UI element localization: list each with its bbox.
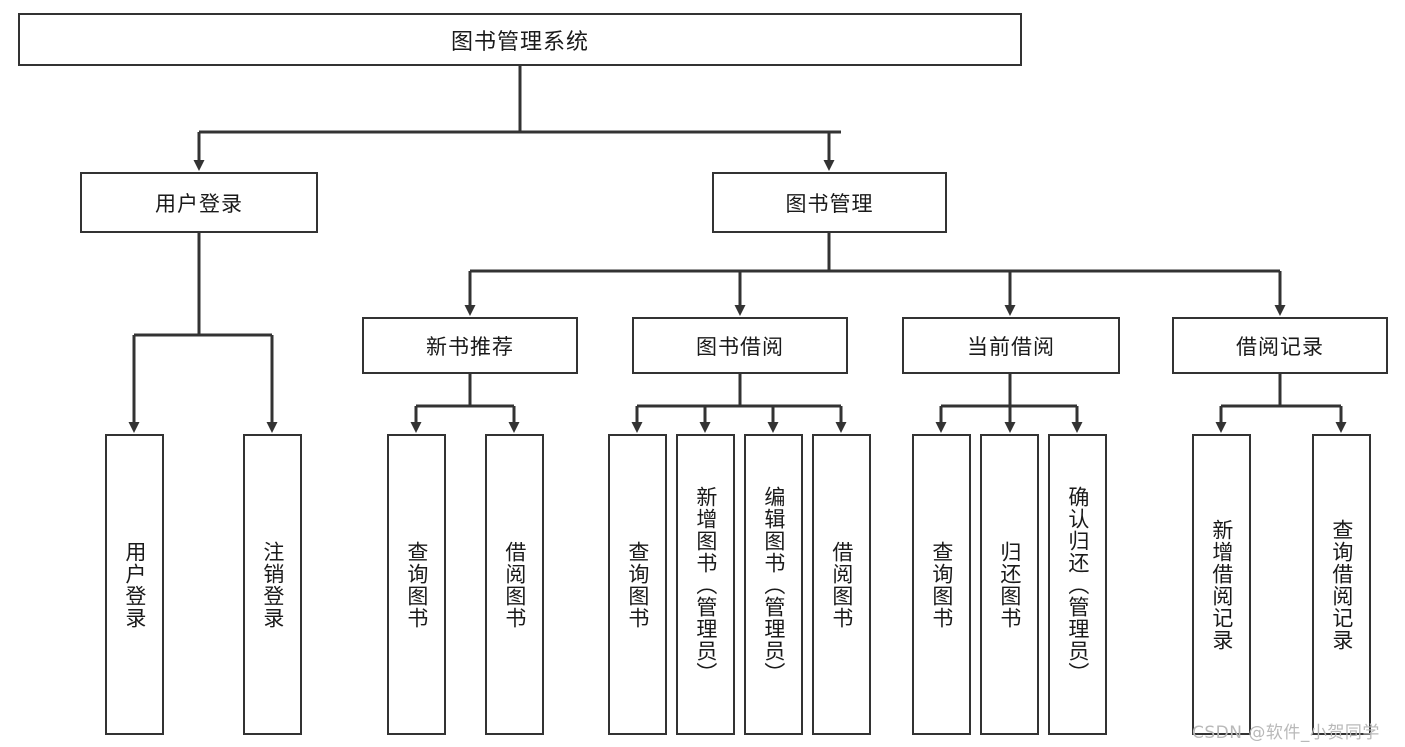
edge-bookborrow-to-leaves: [631, 374, 847, 433]
node-user-login-label: 用户登录: [155, 191, 243, 216]
node-leaf-query-record[interactable]: 查询借阅记录: [1312, 434, 1371, 735]
node-book-manage-label: 图书管理: [785, 191, 874, 216]
node-leaf-user-logout[interactable]: 注销登录: [243, 434, 302, 735]
node-new-book-recommend-label: 新书推荐: [426, 334, 514, 359]
node-leaf-query-book-rec-label: 查询图书: [404, 540, 429, 629]
node-book-manage[interactable]: 图书管理: [712, 172, 947, 233]
node-leaf-user-login[interactable]: 用户登录: [105, 434, 164, 735]
node-borrow-record[interactable]: 借阅记录: [1172, 317, 1388, 374]
node-leaf-query-book-current-label: 查询图书: [929, 540, 954, 629]
node-leaf-query-record-label: 查询借阅记录: [1329, 518, 1354, 651]
node-book-borrow-label: 图书借阅: [696, 334, 784, 359]
node-leaf-add-record[interactable]: 新增借阅记录: [1192, 434, 1251, 735]
node-leaf-user-login-label: 用户登录: [122, 540, 147, 629]
node-current-borrow[interactable]: 当前借阅: [902, 317, 1120, 374]
edge-root-to-level2: [193, 66, 841, 171]
node-leaf-borrow-book-rec[interactable]: 借阅图书: [485, 434, 544, 735]
edge-currentborrow-to-leaves: [935, 374, 1083, 433]
node-borrow-record-label: 借阅记录: [1236, 334, 1324, 359]
node-leaf-add-book[interactable]: 新增图书（管理员）: [676, 434, 735, 735]
node-leaf-add-record-label: 新增借阅记录: [1209, 518, 1234, 651]
node-root-label: 图书管理系统: [450, 29, 589, 55]
edge-userlogin-to-leaves: [128, 233, 278, 433]
node-leaf-return-book[interactable]: 归还图书: [980, 434, 1039, 735]
node-new-book-recommend[interactable]: 新书推荐: [362, 317, 578, 374]
edge-bookmanage-to-level3: [464, 233, 1286, 316]
node-leaf-query-book-borrow[interactable]: 查询图书: [608, 434, 667, 735]
node-book-borrow[interactable]: 图书借阅: [632, 317, 848, 374]
node-leaf-query-book-current[interactable]: 查询图书: [912, 434, 971, 735]
node-leaf-return-book-label: 归还图书: [997, 540, 1022, 629]
node-leaf-confirm-return-label: 确认归还（管理员）: [1065, 485, 1090, 684]
node-leaf-query-book-rec[interactable]: 查询图书: [387, 434, 446, 735]
node-root[interactable]: 图书管理系统: [18, 13, 1022, 66]
node-leaf-edit-book[interactable]: 编辑图书（管理员）: [744, 434, 803, 735]
node-leaf-confirm-return[interactable]: 确认归还（管理员）: [1048, 434, 1107, 735]
node-leaf-borrow-book[interactable]: 借阅图书: [812, 434, 871, 735]
node-leaf-borrow-book-label: 借阅图书: [829, 540, 854, 629]
edge-newbook-to-leaves: [410, 374, 520, 433]
node-user-login[interactable]: 用户登录: [80, 172, 318, 233]
watermark: CSDN @软件_小贺同学: [1192, 723, 1380, 743]
node-current-borrow-label: 当前借阅: [967, 334, 1055, 359]
node-leaf-user-logout-label: 注销登录: [260, 540, 285, 629]
node-leaf-edit-book-label: 编辑图书（管理员）: [761, 485, 786, 684]
edge-borrowrecord-to-leaves: [1215, 374, 1347, 433]
node-leaf-query-book-borrow-label: 查询图书: [625, 540, 650, 629]
node-leaf-add-book-label: 新增图书（管理员）: [693, 485, 718, 684]
node-leaf-borrow-book-rec-label: 借阅图书: [502, 540, 527, 629]
